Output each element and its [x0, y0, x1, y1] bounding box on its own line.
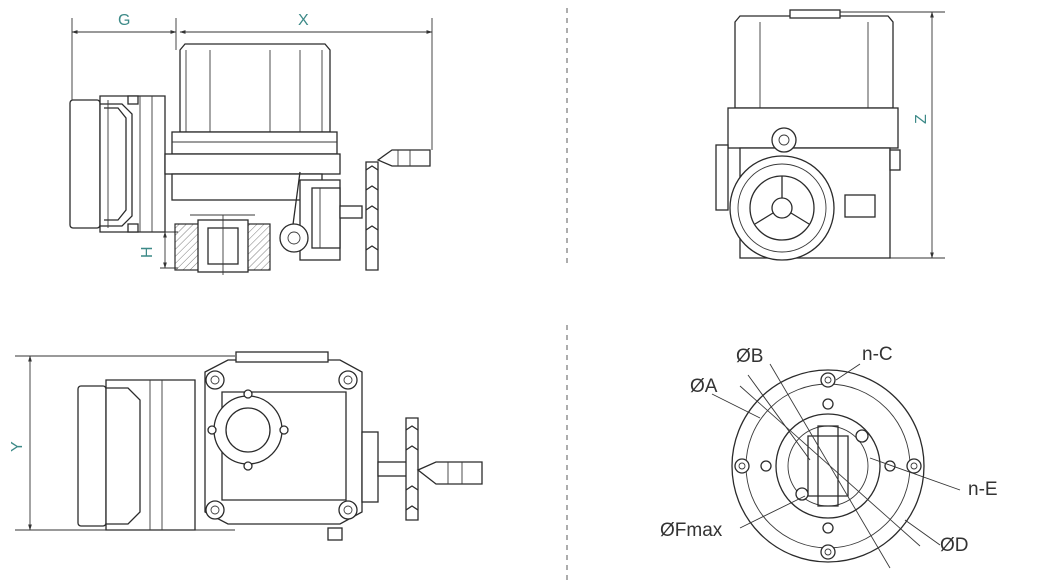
label-fmax: ØFmax [660, 520, 723, 541]
handwheel [339, 149, 431, 271]
label-g: G [118, 12, 130, 29]
label-d: ØD [940, 535, 969, 556]
clutch-lever [279, 171, 309, 253]
flange-view: ØB ØA n-C n-E ØFmax ØD [660, 344, 998, 569]
label-a: ØA [690, 376, 718, 397]
label-h: H [139, 246, 156, 258]
front-view: Z [715, 9, 945, 261]
motor-housing [69, 95, 166, 233]
top-handwheel [377, 417, 483, 521]
label-x: X [298, 12, 309, 29]
cover [734, 15, 894, 109]
top-view: Y [9, 351, 483, 541]
label-n-e: n-E [968, 479, 998, 500]
label-b: ØB [736, 346, 763, 367]
side-view: G X H [69, 12, 433, 275]
flange-section [174, 214, 271, 275]
actuator-body [164, 43, 341, 261]
label-y: Y [9, 441, 26, 452]
top-body [204, 351, 379, 541]
dimension-x: X [179, 12, 433, 150]
dimension-h: H [139, 231, 178, 269]
dimension-z: Z [820, 11, 945, 259]
front-handwheel [729, 155, 835, 261]
top-motor [77, 379, 196, 531]
label-n-c: n-C [862, 344, 893, 365]
label-z: Z [913, 114, 930, 124]
